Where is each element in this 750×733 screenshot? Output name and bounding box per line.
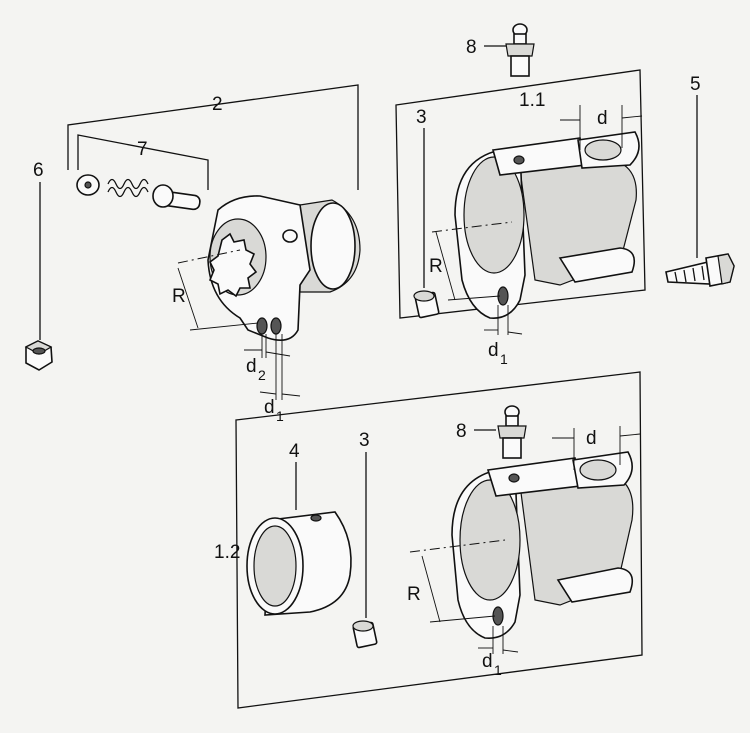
callout-1-1: 1.1 — [519, 90, 545, 111]
dim-label-d1-a: d — [264, 397, 275, 418]
callout-2: 2 — [212, 94, 223, 115]
dim-label-d1-b: d — [488, 340, 499, 361]
yoke-1-2 — [451, 451, 634, 639]
frame-assembly-1-2 — [235, 371, 643, 709]
sleeve-4 — [246, 511, 352, 616]
clamp-yoke-2 — [207, 195, 361, 341]
dim-label-R-a: R — [172, 286, 186, 307]
callout-3-top: 3 — [416, 107, 427, 128]
dim-label-d-top: d — [597, 108, 608, 129]
nut-6 — [24, 340, 53, 371]
grease-nipple-8-top — [505, 23, 535, 77]
dim-label-d1-c: d — [482, 651, 493, 672]
callout-3-bottom: 3 — [359, 430, 370, 451]
bolt-5 — [665, 253, 735, 287]
frame-assembly-1-1 — [395, 69, 646, 319]
dim-label-d1-c-subscript: 1 — [494, 662, 502, 678]
callout-8-bottom: 8 — [456, 421, 467, 442]
callout-frame-2 — [67, 84, 359, 190]
callout-7: 7 — [137, 139, 148, 160]
yoke-1-1 — [454, 131, 640, 319]
dim-label-d2-subscript: 2 — [258, 367, 266, 383]
dim-label-d-bottom: d — [586, 428, 597, 449]
dim-label-d2: d — [246, 356, 257, 377]
bushing-3-top — [413, 290, 440, 319]
callout-8-top: 8 — [466, 37, 477, 58]
dim-label-R-b: R — [429, 256, 443, 277]
dim-label-d1-a-subscript: 1 — [276, 408, 284, 424]
dim-label-R-c: R — [407, 584, 421, 605]
dim-line-R-a — [177, 267, 199, 329]
bushing-3-bottom — [352, 620, 378, 649]
callout-frame-7 — [77, 134, 209, 190]
grease-nipple-8-bottom — [497, 405, 527, 459]
dim-label-d1-b-subscript: 1 — [500, 351, 508, 367]
callout-4: 4 — [289, 441, 300, 462]
callout-1-2: 1.2 — [214, 542, 240, 563]
callout-5: 5 — [690, 74, 701, 95]
locking-pin-set-7 — [76, 174, 201, 211]
callout-6: 6 — [33, 160, 44, 181]
